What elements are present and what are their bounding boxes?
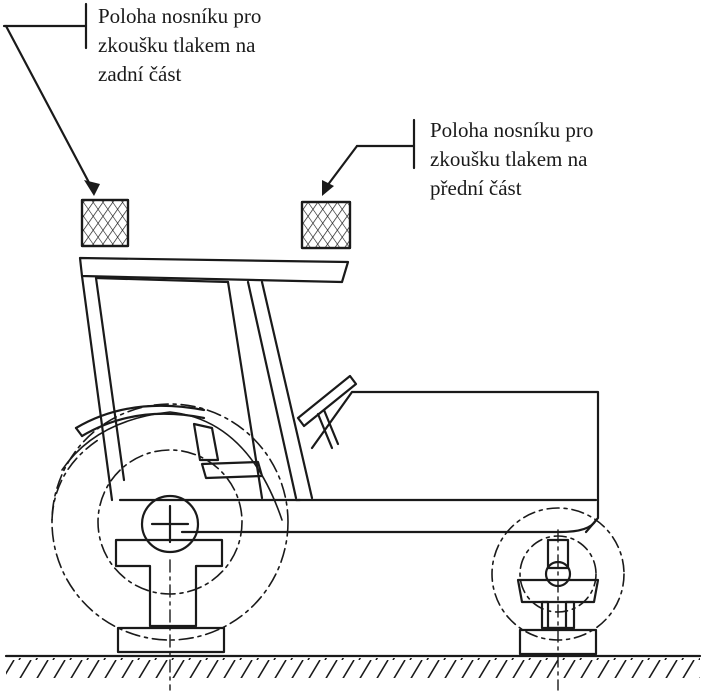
label-rear-beam-position: Poloha nosníku pro zkoušku tlakem na zad… (98, 2, 261, 89)
label-front-beam-position: Poloha nosníku pro zkoušku tlakem na pře… (430, 116, 593, 203)
front-beam-block (300, 200, 352, 250)
label-front-line1: Poloha nosníku pro (430, 118, 594, 142)
front-label-leader (322, 118, 416, 196)
label-front-line2: zkoušku tlakem na (430, 147, 588, 171)
chassis (118, 498, 598, 534)
fender (74, 404, 206, 438)
steering-wheel (296, 374, 358, 450)
label-rear-line3: zadní část (98, 62, 182, 86)
label-front-line3: přední část (430, 176, 522, 200)
label-rear-line2: zkoušku tlakem na (98, 33, 256, 57)
label-rear-line1: Poloha nosníku pro (98, 4, 262, 28)
rear-hub (140, 494, 200, 554)
ground (4, 654, 702, 678)
rear-tire-arc (61, 411, 283, 521)
rear-beam-block (80, 198, 130, 248)
rear-label-leader (2, 2, 100, 196)
hood (294, 390, 600, 534)
